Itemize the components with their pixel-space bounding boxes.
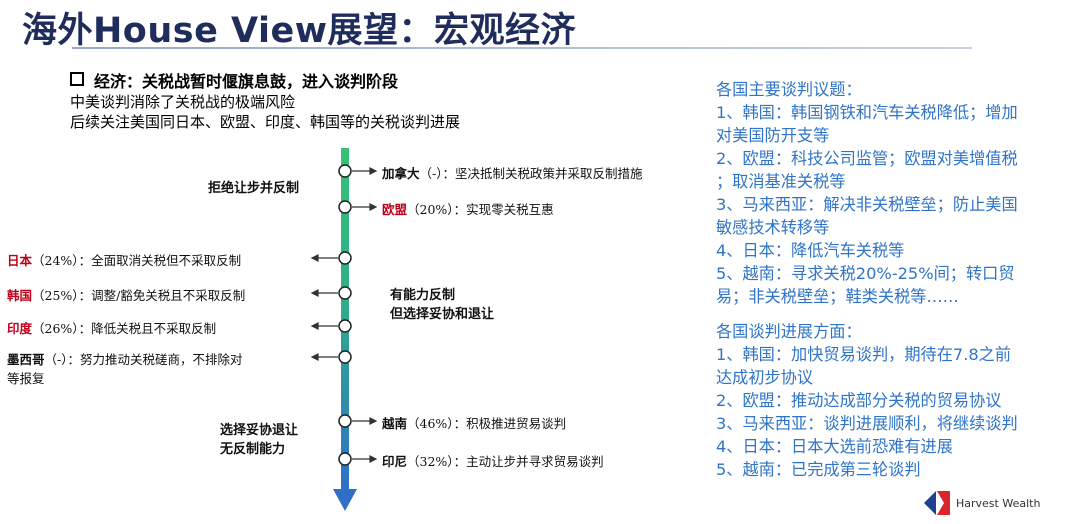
group-label-capable: 有能力反制 [390, 288, 456, 303]
progress-line: 4、日本：日本大选前恐难有进展 [716, 437, 953, 456]
node-label-eu: 欧盟（20%）：实现零关税互惠 [382, 202, 554, 217]
topics-title: 各国主要谈判议题： [716, 80, 862, 99]
node-label-mexico: 墨西哥（-）：努力推动关税磋商，不排除对 [7, 352, 243, 367]
topic-line: 2、欧盟：科技公司监管；欧盟对美增值税 [716, 149, 1018, 168]
progress-line: 2、欧盟：推动达成部分关税的贸易协议 [716, 391, 1002, 410]
node-label-vietnam: 越南（46%）：积极推进贸易谈判 [382, 416, 567, 431]
economy-heading-text: 经济：关税战暂时偃旗息鼓，进入谈判阶段 [94, 72, 399, 91]
country-name: 日本 [7, 253, 33, 268]
topics-section: 各国主要谈判议题： 1、韩国：韩国钢铁和汽车关税降低；增加 对美国防开支等 2、… [716, 78, 1076, 308]
topic-line: 1、韩国：韩国钢铁和汽车关税降低；增加 [716, 103, 1018, 122]
timeline-node [338, 319, 352, 333]
group-label-yield: 选择妥协退让 [220, 423, 299, 438]
title-divider [72, 47, 972, 49]
progress-line: 3、马来西亚：谈判进展顺利，将继续谈判 [716, 414, 1018, 433]
country-name: 印度 [7, 321, 33, 336]
progress-line: 5、越南：已完成第三轮谈判 [716, 460, 921, 479]
harvest-wealth-logo-icon [924, 491, 950, 515]
node-label-indonesia: 印尼（32%）：主动让步并寻求贸易谈判 [382, 454, 604, 469]
progress-title: 各国谈判进展方面： [716, 322, 862, 341]
topic-line: ；取消基准关税等 [716, 172, 846, 191]
progress-line: 1、韩国：加快贸易谈判，期待在7.8之前 [716, 345, 1012, 364]
progress-line: 达成初步协议 [716, 368, 814, 387]
topic-line: 敏感技术转移等 [716, 218, 830, 237]
timeline-node [338, 164, 352, 178]
country-name: 墨西哥 [7, 352, 45, 367]
topic-line: 5、越南：寻求关税20%-25%间；转口贸 [716, 264, 1015, 283]
timeline-node [338, 350, 352, 364]
timeline-node [338, 452, 352, 466]
topic-line: 对美国防开支等 [716, 126, 830, 145]
timeline-node [338, 200, 352, 214]
group-label-refuse: 拒绝让步并反制 [208, 181, 300, 196]
country-name: 加拿大 [382, 166, 420, 181]
group-label-compromise: 但选择妥协和退让 [390, 307, 495, 322]
logo-text: Harvest Wealth [956, 496, 1041, 510]
node-label-india: 印度（26%）：降低关税且不采取反制 [7, 321, 217, 336]
timeline-node [338, 251, 352, 265]
topic-line: 3、马来西亚：解决非关税壁垒；防止美国 [716, 195, 1018, 214]
timeline-arrow-head [333, 489, 357, 511]
economy-heading: 经济：关税战暂时偃旗息鼓，进入谈判阶段 [70, 68, 398, 92]
checkbox-bullet-icon [70, 72, 84, 86]
economy-line: 中美谈判消除了关税战的极端风险 [70, 93, 296, 111]
node-label-japan: 日本（24%）：全面取消关税但不采取反制 [7, 253, 242, 268]
economy-line: 后续关注美国同日本、欧盟、印度、韩国等的关税谈判进展 [70, 113, 461, 131]
country-name: 越南 [382, 416, 408, 431]
timeline-node [338, 414, 352, 428]
node-label-mexico-cont: 等报复 [7, 371, 45, 386]
progress-section: 各国谈判进展方面： 1、韩国：加快贸易谈判，期待在7.8之前 达成初步协议 2、… [716, 320, 1076, 481]
node-label-canada: 加拿大（-）：坚决抵制关税政策并采取反制措施 [382, 166, 643, 181]
timeline-node [338, 286, 352, 300]
page-title: 海外House View展望：宏观经济 [22, 11, 577, 51]
country-name: 印尼 [382, 454, 408, 469]
brand-logo: Harvest Wealth [924, 491, 1040, 515]
group-label-no-counter: 无反制能力 [220, 442, 286, 457]
node-label-korea: 韩国（25%）：调整/豁免关税且不采取反制 [7, 288, 246, 303]
topic-line: 4、日本：降低汽车关税等 [716, 241, 905, 260]
country-name: 韩国 [7, 288, 33, 303]
topic-line: 易；非关税壁垒；鞋类关税等…… [716, 287, 959, 306]
country-name: 欧盟 [382, 202, 408, 217]
